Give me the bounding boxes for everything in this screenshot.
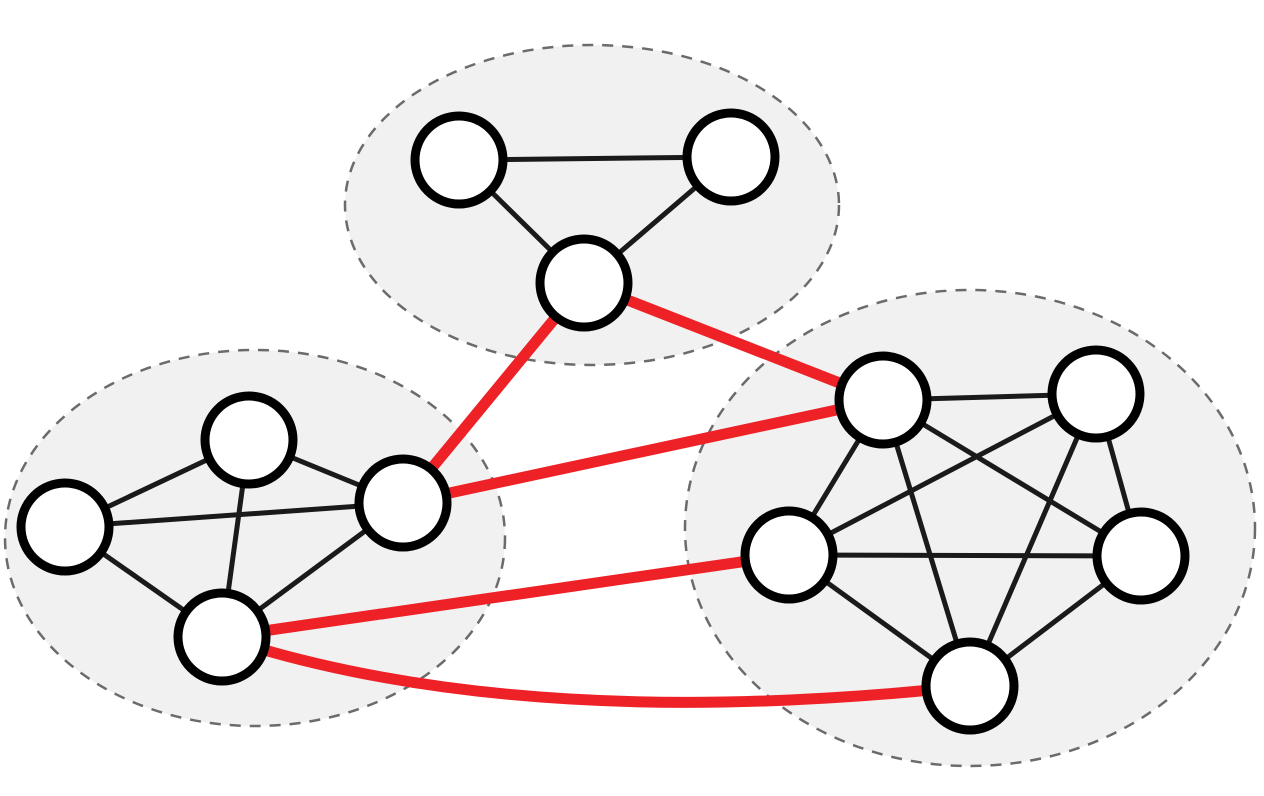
node-right-r2: [1047, 345, 1145, 443]
node-right-r5: [921, 637, 1019, 735]
node-top-t1: [410, 111, 508, 209]
inter-edge-l3-r1: [397, 394, 889, 509]
node-right-r1: [834, 351, 932, 449]
node-left-l4: [173, 588, 271, 686]
node-top-t2: [682, 108, 780, 206]
inter-edge-t3-r1: [578, 277, 889, 406]
cluster-left: [3, 348, 507, 728]
node-right-r3: [740, 506, 838, 604]
node-top-t3: [535, 234, 633, 332]
inter-edge-l4-r5: [216, 631, 976, 708]
inter-edge-l4-r3: [216, 549, 795, 643]
graph-nodes: [16, 108, 1190, 735]
intra-edge-l1-l3: [62, 500, 406, 530]
node-right-r4: [1092, 507, 1190, 605]
intra-edge-r1-r5: [880, 397, 973, 689]
node-left-l1: [16, 478, 114, 576]
node-left-l2: [200, 391, 298, 489]
intra-edge-r1-r4: [880, 397, 1144, 559]
node-left-l3: [354, 454, 452, 552]
intra-edge-r2-r5: [967, 391, 1099, 689]
intra-edge-r2-r3: [786, 391, 1099, 558]
intra-edge-r3-r4: [786, 552, 1144, 559]
